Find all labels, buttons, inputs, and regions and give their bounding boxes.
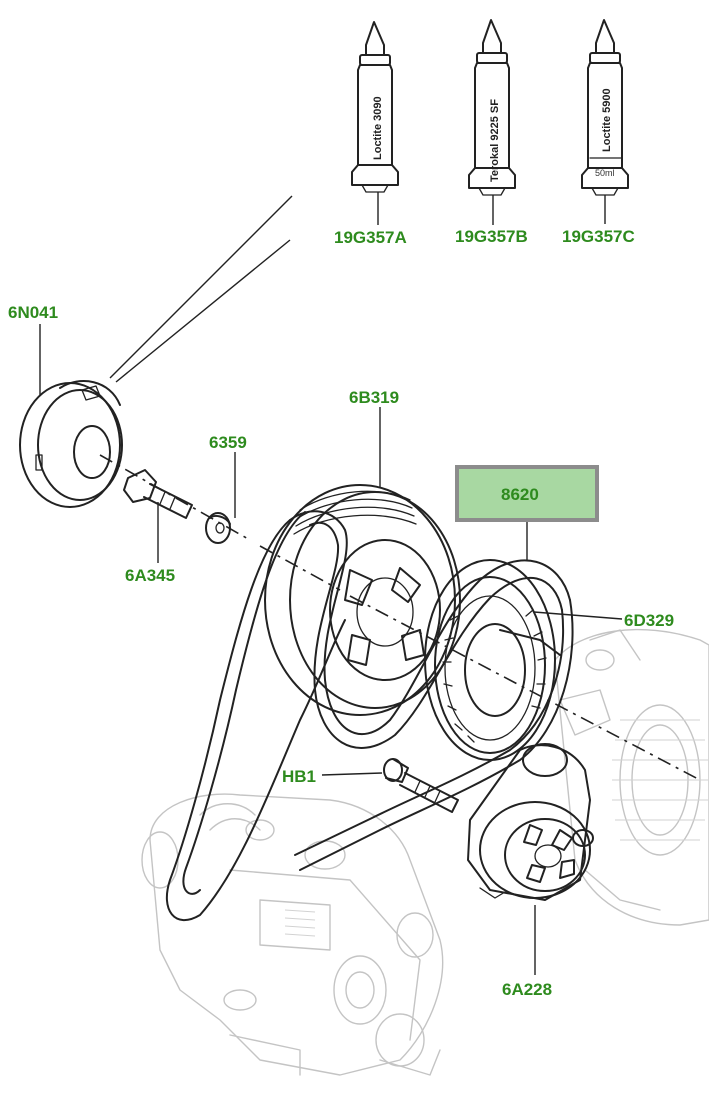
- adhesive-tube-19g357a[interactable]: Loctite 3090: [351, 21, 399, 193]
- callout-8620-highlight: [455, 465, 599, 522]
- idler-pulley-6d329[interactable]: [424, 559, 561, 761]
- adhesive-tube-19g357b[interactable]: Terokal 9225 SF: [468, 19, 516, 196]
- air-conditioning-compressor-ghost: [141, 793, 444, 1076]
- tensioner-bolt-hb1[interactable]: [383, 758, 459, 813]
- belt-tensioner-6a228[interactable]: [467, 743, 594, 901]
- callout-6359[interactable]: 6359: [209, 433, 247, 452]
- callout-6d329[interactable]: 6D329: [624, 611, 674, 630]
- callout-8620[interactable]: 8620: [501, 485, 539, 504]
- tube-c-volume: 50ml: [595, 168, 615, 178]
- callout-6a345[interactable]: 6A345: [125, 566, 175, 585]
- crankshaft-damper-pulley-6b319[interactable]: [264, 484, 461, 716]
- leader-6d329: [533, 611, 623, 620]
- callout-hb1[interactable]: HB1: [282, 767, 316, 786]
- callout-6a228[interactable]: 6A228: [502, 980, 552, 999]
- callout-19g357a[interactable]: 19G357A: [334, 228, 407, 247]
- tube-a-label: Loctite 3090: [372, 96, 384, 160]
- assembly-axis-line: [99, 454, 701, 781]
- reference-line-2: [115, 239, 291, 383]
- adhesive-tube-19g357c[interactable]: Loctite 5900 50ml: [581, 19, 629, 196]
- reference-line-1: [109, 195, 293, 379]
- pulley-bolt-6a345[interactable]: [123, 469, 193, 519]
- callout-19g357b[interactable]: 19G357B: [455, 227, 528, 246]
- callout-19g357c[interactable]: 19G357C: [562, 227, 635, 246]
- crankshaft-seal-6n041[interactable]: [19, 380, 123, 508]
- alternator-ghost: [554, 628, 709, 926]
- tube-b-label: Terokal 9225 SF: [489, 99, 501, 182]
- callout-6b319[interactable]: 6B319: [349, 388, 399, 407]
- leader-hb1: [321, 772, 383, 776]
- callout-6n041[interactable]: 6N041: [8, 303, 58, 322]
- drive-belt-8620[interactable]: [165, 510, 574, 921]
- tube-c-label: Loctite 5900: [601, 88, 613, 152]
